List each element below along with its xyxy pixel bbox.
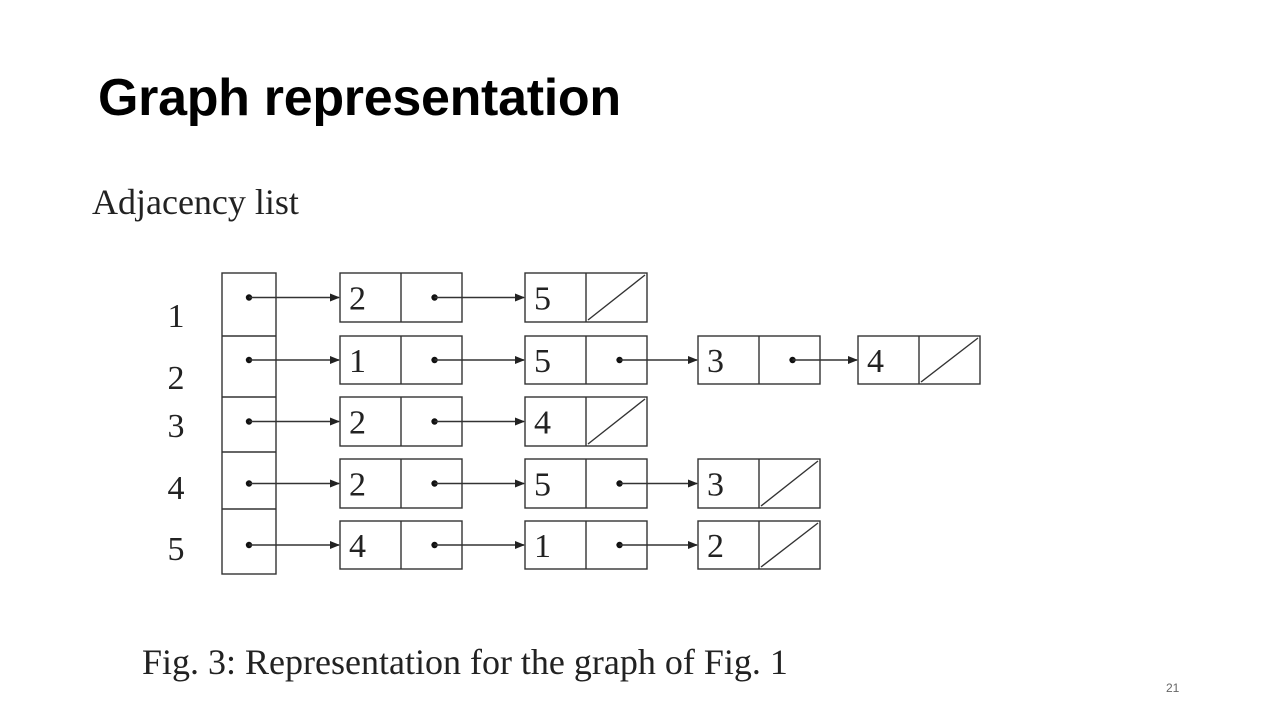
vertex-label: 1: [168, 298, 185, 335]
vertex-label: 3: [168, 408, 185, 445]
node-value: 1: [534, 528, 551, 565]
null-pointer-slash: [587, 398, 646, 445]
node-value: 3: [707, 467, 724, 504]
node-value: 5: [534, 467, 551, 504]
slide-subtitle: Adjacency list: [92, 182, 299, 222]
null-pointer-slash: [920, 337, 979, 383]
null-pointer-slash: [760, 460, 819, 507]
list-node: 4: [524, 396, 648, 447]
list-node: 2: [339, 396, 525, 447]
page-number: 21: [1166, 681, 1180, 695]
list-node: 2: [697, 520, 821, 570]
node-value: 1: [349, 343, 366, 380]
node-value: 4: [867, 343, 884, 380]
list-node: 1: [524, 520, 698, 570]
figure-caption: Fig. 3: Representation for the graph of …: [142, 642, 788, 682]
node-value: 2: [707, 528, 724, 565]
list-node: 2: [339, 458, 525, 509]
list-node: 5: [524, 458, 698, 509]
node-value: 5: [534, 343, 551, 380]
list-node: 4: [339, 520, 525, 570]
node-value: 4: [534, 405, 551, 442]
node-value: 2: [349, 405, 366, 442]
list-node: 3: [697, 335, 858, 385]
vertex-label: 4: [168, 470, 185, 507]
list-node: 1: [339, 335, 525, 385]
node-value: 3: [707, 343, 724, 380]
node-value: 4: [349, 528, 366, 565]
node-value: 2: [349, 467, 366, 504]
vertex-labels: 1 2 3 4 5: [168, 298, 185, 568]
linked-lists: 2 5 1 5 3 4 2 4 2 5 3 4 1 2: [339, 272, 981, 570]
node-value: 2: [349, 281, 366, 318]
null-pointer-slash: [587, 274, 646, 321]
list-node: 5: [524, 335, 698, 385]
list-node: 2: [339, 272, 525, 323]
list-node: 3: [697, 458, 821, 509]
list-node: 5: [524, 272, 648, 323]
head-array-box: [221, 272, 277, 575]
null-pointer-slash: [760, 522, 819, 568]
slide-title: Graph representation: [98, 69, 621, 127]
node-value: 5: [534, 281, 551, 318]
list-node: 4: [857, 335, 981, 385]
head-array: [221, 272, 340, 575]
vertex-label: 2: [168, 360, 185, 397]
vertex-label: 5: [168, 531, 185, 568]
